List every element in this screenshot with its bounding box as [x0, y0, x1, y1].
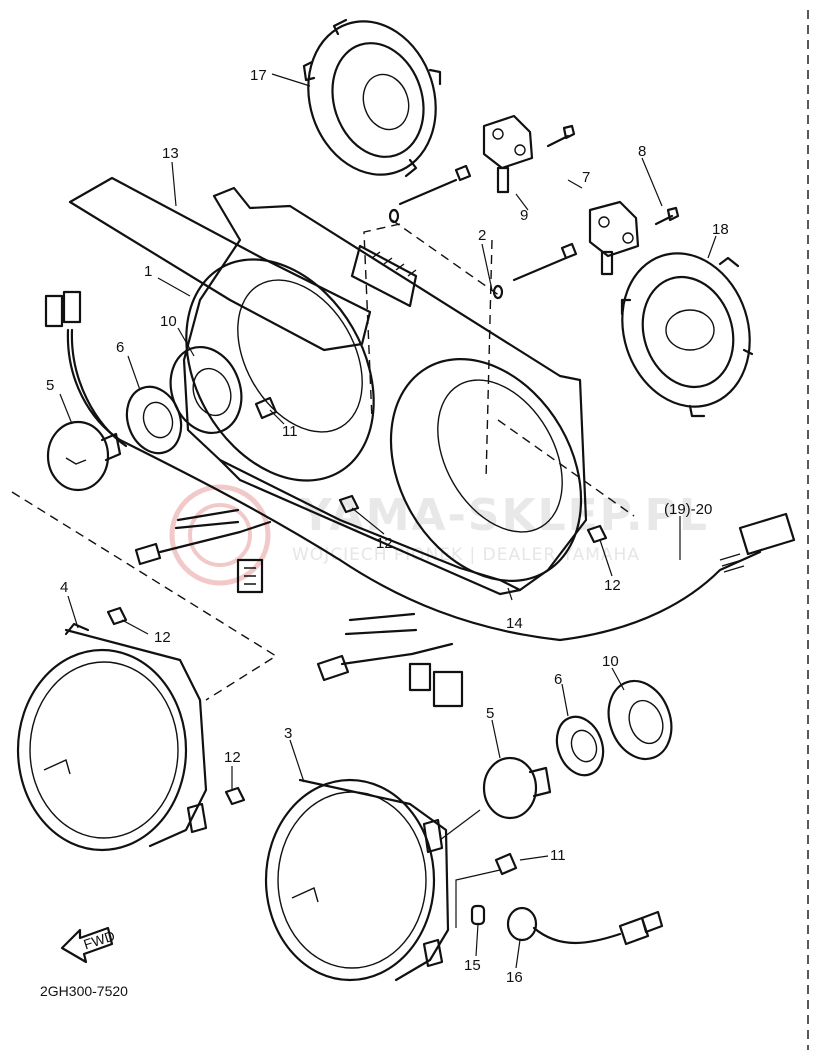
callout-12-left: 12	[154, 629, 171, 646]
callout-4: 4	[60, 579, 68, 596]
part-10-dust-boot-right	[607, 679, 673, 761]
callout-15: 15	[464, 957, 481, 974]
callout-2: 2	[478, 227, 486, 244]
callout-1: 1	[144, 263, 152, 280]
assembly-guide-lines	[11, 219, 635, 928]
callout-10-left: 10	[160, 313, 177, 330]
part-12-grommets	[106, 494, 608, 806]
callout-6-left: 6	[116, 339, 124, 356]
part-9-adjust-bolts	[398, 164, 578, 282]
part-17-mount-ring	[302, 18, 442, 178]
callout-5-right: 5	[486, 705, 494, 722]
watermark-main-text: YAMA-SKLEP.PL	[299, 490, 709, 541]
fwd-arrow-icon: FWD	[60, 926, 117, 964]
callout-12-center: 12	[376, 535, 393, 552]
callout-5-left: 5	[46, 377, 54, 394]
callout-11-left: 11	[282, 423, 298, 440]
callout-14: 14	[506, 615, 523, 632]
watermark: YAMA-SKLEP.PL WOJCIECH PIONEK | DEALER Y…	[169, 484, 709, 586]
part-15-bulb-small	[470, 904, 486, 926]
connector-bundle-left	[134, 508, 272, 594]
part-16-socket-cable	[506, 906, 664, 946]
callout-6-right: 6	[554, 671, 562, 688]
callout-19-20: (19)-20	[664, 501, 712, 518]
part-13-visor	[68, 176, 372, 352]
diagram-code: 2GH300-7520	[40, 983, 128, 999]
callout-12-right: 12	[604, 577, 621, 594]
part-7-adjuster-bracket	[588, 200, 640, 276]
part-6-socket-right	[555, 715, 605, 777]
callout-17: 17	[250, 67, 267, 84]
callout-9: 9	[520, 207, 528, 224]
callout-3: 3	[284, 725, 292, 742]
part-5-bulb-left	[46, 420, 122, 492]
part-5-bulb-right	[482, 756, 552, 820]
part-20-wire-harness	[44, 290, 796, 642]
part-7-adjuster-bracket-upper	[482, 114, 534, 194]
watermark-logo	[169, 484, 271, 586]
callout-7: 7	[582, 169, 590, 186]
callout-11-right: 11	[550, 847, 566, 864]
callout-13: 13	[162, 145, 179, 162]
part-6-socket-left	[125, 385, 183, 455]
part-4-headlight-unit-left	[16, 622, 208, 852]
callout-labels: 13 1 10 6 5 17 2 9 7 8 18 11 12 12 (19)-…	[46, 67, 729, 986]
part-3-headlight-unit-center	[264, 778, 450, 982]
connector-bundle-center	[316, 612, 464, 708]
callout-10-right: 10	[602, 653, 619, 670]
part-11-socket-right	[494, 852, 518, 876]
part-10-dust-boot-left	[169, 345, 243, 435]
callout-18: 18	[712, 221, 729, 238]
part-18-mount-ring	[620, 252, 754, 418]
part-8-screws	[546, 124, 680, 226]
callout-12-lower: 12	[224, 749, 241, 766]
callout-leaders	[59, 73, 717, 969]
callout-8: 8	[638, 143, 646, 160]
part-11-socket-left	[254, 396, 278, 420]
callout-16: 16	[506, 969, 523, 986]
watermark-sub-text: WOJCIECH PIONEK | DEALER YAMAHA	[292, 545, 640, 565]
